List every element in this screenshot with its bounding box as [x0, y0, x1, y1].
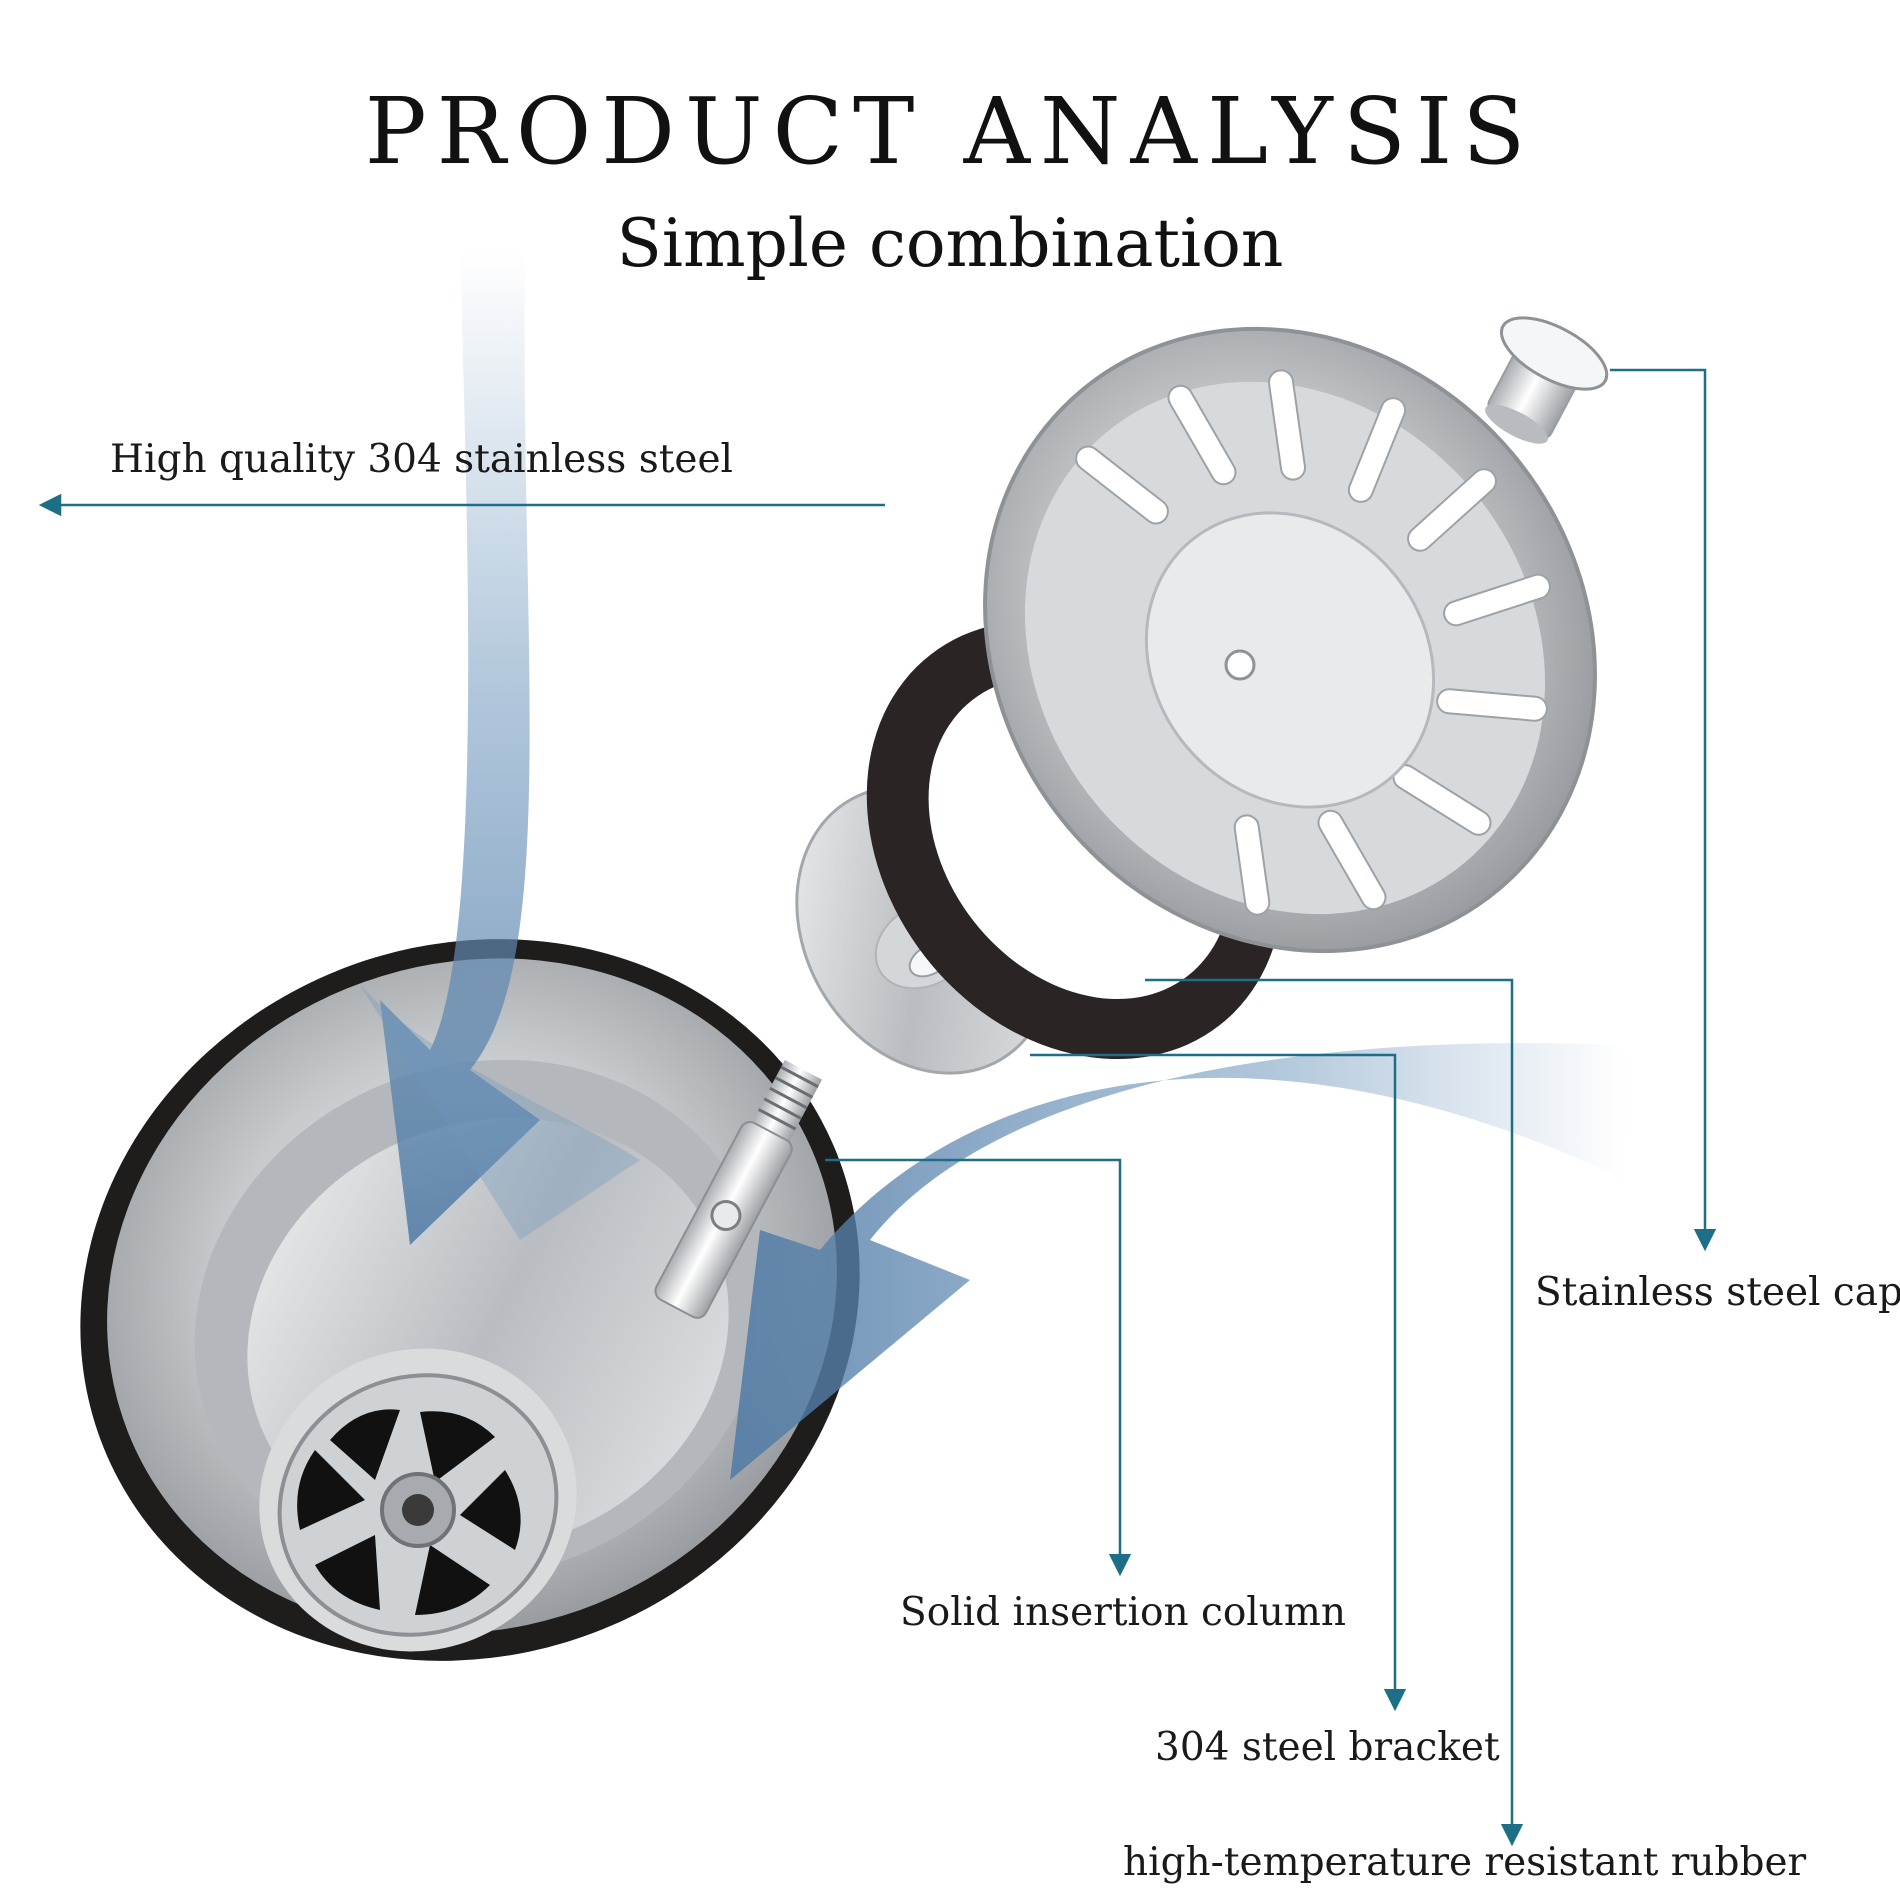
- insertion-column: [654, 1059, 822, 1319]
- steel-cap-knob: [1485, 316, 1609, 444]
- leader-line-insertion-column: [825, 1158, 1132, 1577]
- flow-arrow-horizontal: [730, 1043, 1625, 1480]
- leader-line-rubber: [1145, 978, 1524, 1847]
- callout-insertion-column: Solid insertion column: [900, 1590, 1346, 1635]
- drain-strainer: [277, 1373, 559, 1637]
- callout-bracket: 304 steel bracket: [1155, 1725, 1500, 1770]
- basket-strainer: [983, 326, 1597, 954]
- leader-line-cap: [1610, 368, 1717, 1252]
- flow-arrow-vertical: [380, 250, 540, 1245]
- callout-steel-quality: High quality 304 stainless steel: [110, 437, 734, 482]
- drain-body: [80, 939, 860, 1661]
- flow-arrow-head-left: [360, 985, 640, 1240]
- leader-line-bracket: [1030, 1053, 1407, 1712]
- callout-cap: Stainless steel cap: [1535, 1270, 1900, 1315]
- callout-rubber: high-temperature resistant rubber: [1123, 1840, 1807, 1885]
- page-title: PRODUCT ANALYSIS: [364, 78, 1536, 185]
- page-subtitle: Simple combination: [616, 205, 1284, 282]
